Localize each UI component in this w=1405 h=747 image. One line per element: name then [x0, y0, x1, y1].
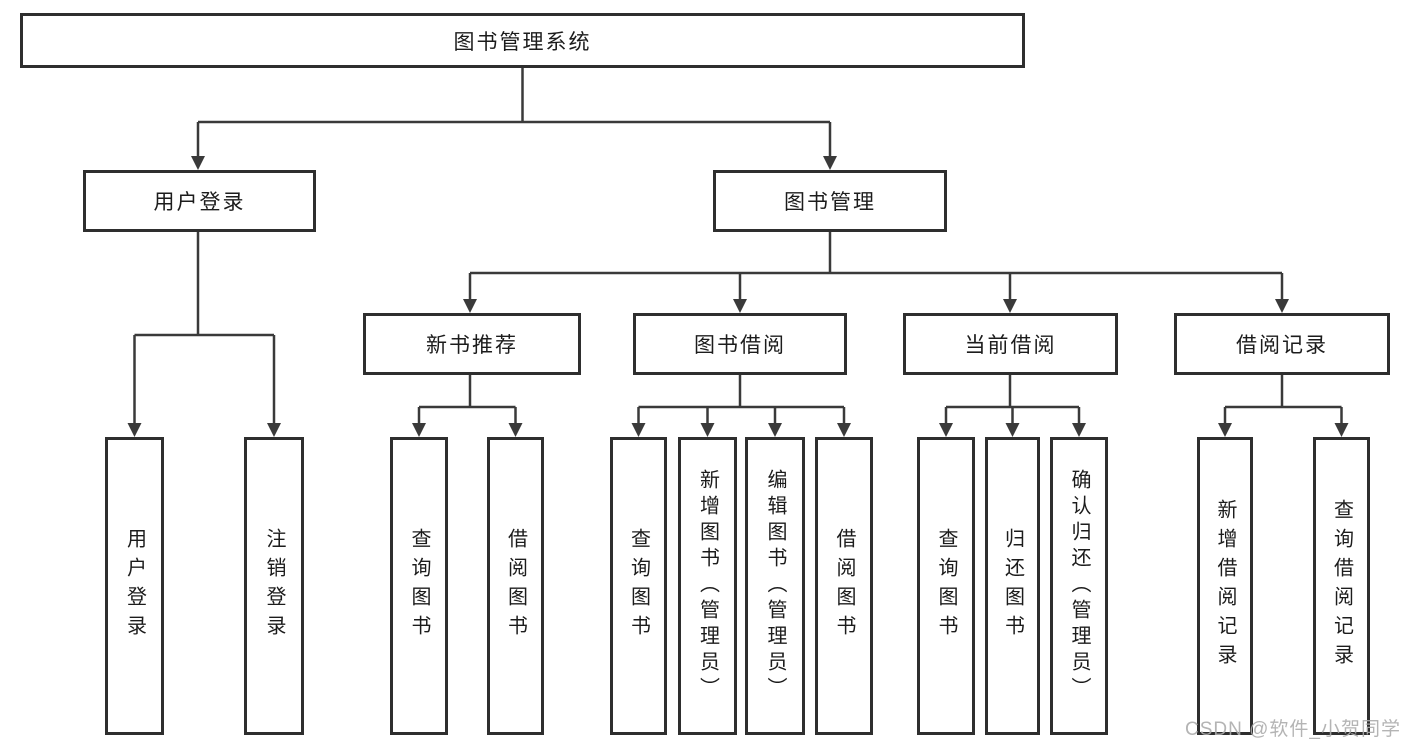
connector-recommend-to-leaves — [417, 375, 517, 425]
leaf-recommend-query-books-label: 查询图书 — [408, 528, 430, 644]
leaf-borrow-borrow-books-label: 借阅图书 — [833, 528, 855, 644]
connector-root-to-level2 — [196, 68, 832, 158]
node-book-management: 图书管理 — [713, 170, 947, 232]
node-book-borrow: 图书借阅 — [633, 313, 847, 375]
leaf-current-confirm-return-admin-label: 确认归还（管理员） — [1068, 469, 1090, 703]
leaf-records-add-record: 新增借阅记录 — [1197, 437, 1253, 735]
leaf-records-query-record: 查询借阅记录 — [1313, 437, 1370, 735]
leaf-current-return-books-label: 归还图书 — [1001, 528, 1024, 644]
leaf-borrow-edit-books-admin-label: 编辑图书（管理员） — [764, 469, 786, 703]
node-root-system: 图书管理系统 — [20, 13, 1025, 68]
watermark: CSDN @软件_小贺同学 — [1185, 719, 1401, 740]
node-borrow-records: 借阅记录 — [1174, 313, 1390, 375]
leaf-borrow-query-books-label: 查询图书 — [627, 528, 650, 644]
node-borrow-records-label: 借阅记录 — [1236, 334, 1328, 357]
node-book-management-label: 图书管理 — [784, 191, 876, 214]
leaf-logout: 注销登录 — [244, 437, 304, 735]
leaf-current-query-books-label: 查询图书 — [935, 528, 957, 644]
connector-userlogin-to-leaves — [133, 232, 276, 425]
leaf-recommend-borrow-books-label: 借阅图书 — [504, 528, 527, 644]
leaf-recommend-borrow-books: 借阅图书 — [487, 437, 544, 735]
leaf-records-add-record-label: 新增借阅记录 — [1214, 499, 1236, 673]
leaf-borrow-add-books-admin: 新增图书（管理员） — [678, 437, 737, 735]
node-current-borrow: 当前借阅 — [903, 313, 1118, 375]
leaf-logout-label: 注销登录 — [263, 528, 285, 644]
node-new-book-recommend-label: 新书推荐 — [426, 334, 518, 357]
connector-bookmgmt-to-level3 — [468, 232, 1284, 301]
node-book-borrow-label: 图书借阅 — [694, 334, 786, 357]
leaf-current-confirm-return-admin: 确认归还（管理员） — [1050, 437, 1108, 735]
node-current-borrow-label: 当前借阅 — [964, 334, 1057, 357]
node-user-login: 用户登录 — [83, 170, 316, 232]
leaf-borrow-edit-books-admin: 编辑图书（管理员） — [745, 437, 805, 735]
leaf-recommend-query-books: 查询图书 — [390, 437, 448, 735]
node-user-login-label: 用户登录 — [153, 191, 246, 214]
connector-borrow-to-leaves — [637, 375, 846, 425]
leaf-current-return-books: 归还图书 — [985, 437, 1040, 735]
leaf-borrow-query-books: 查询图书 — [610, 437, 667, 735]
leaf-user-login-label: 用户登录 — [123, 528, 146, 644]
connector-current-to-leaves — [944, 375, 1081, 425]
leaf-user-login: 用户登录 — [105, 437, 164, 735]
leaf-current-query-books: 查询图书 — [917, 437, 975, 735]
connector-records-to-leaves — [1223, 375, 1343, 425]
node-root-label: 图书管理系统 — [453, 30, 592, 54]
node-new-book-recommend: 新书推荐 — [363, 313, 581, 375]
leaf-borrow-borrow-books: 借阅图书 — [815, 437, 873, 735]
leaf-borrow-add-books-admin-label: 新增图书（管理员） — [696, 469, 719, 703]
leaf-records-query-record-label: 查询借阅记录 — [1330, 499, 1353, 673]
